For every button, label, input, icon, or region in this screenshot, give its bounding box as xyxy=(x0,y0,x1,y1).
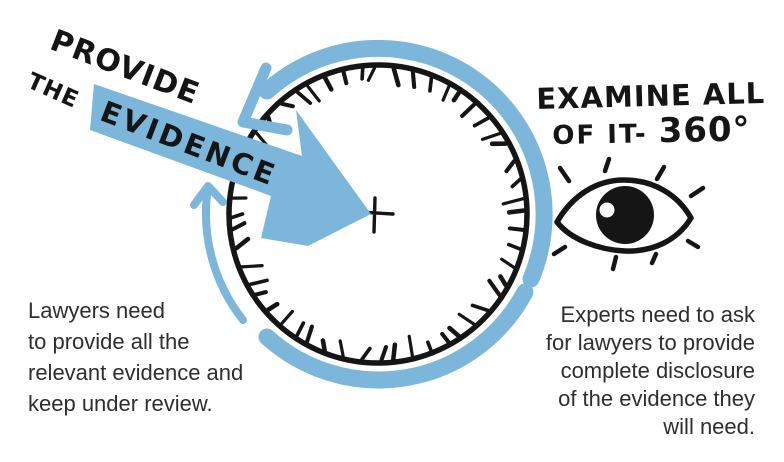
clock-tick xyxy=(460,102,477,118)
rotation-ring-icon xyxy=(190,39,553,389)
annotation-of-it-360: OF IT- 360° xyxy=(552,109,751,152)
clock-tick xyxy=(457,312,476,326)
clock-tick xyxy=(507,226,526,232)
clock-tick xyxy=(500,257,516,269)
small-cycle-arrowhead-icon xyxy=(190,182,227,209)
eye-outline xyxy=(554,177,694,254)
clock-tick xyxy=(360,346,372,361)
clock-tick xyxy=(428,76,434,93)
clock-tick xyxy=(506,208,527,215)
clock-tick xyxy=(391,342,398,362)
clock-tick xyxy=(498,274,508,288)
clock-face-icon xyxy=(226,62,530,366)
eye-highlight xyxy=(599,202,615,218)
clock-tick xyxy=(379,345,389,363)
clock-tick xyxy=(426,340,433,352)
eye-icon xyxy=(551,156,706,272)
clock-tick xyxy=(230,212,245,220)
ring-arrowhead-icon xyxy=(237,62,293,136)
clock-tick xyxy=(391,66,401,88)
clock-tick xyxy=(248,278,269,287)
clock-tick xyxy=(510,177,522,189)
clock-tick xyxy=(295,321,306,338)
eye-sparkle-dashes xyxy=(551,156,706,272)
clock-tick xyxy=(441,84,451,102)
clock-tick xyxy=(306,84,321,103)
annotation-360-degrees: 360° xyxy=(658,109,751,152)
ring-arc-top xyxy=(258,39,553,288)
clock-tick xyxy=(410,70,417,90)
clock-tick xyxy=(451,90,462,103)
clock-tick xyxy=(360,66,365,81)
clock-tick xyxy=(265,301,280,313)
caption-lawyers: Lawyers need to provide all the relevant… xyxy=(28,298,244,416)
clock-tick xyxy=(487,278,502,298)
clock-tick xyxy=(280,309,294,326)
ring-arc-bottom xyxy=(258,283,534,389)
clock-tick xyxy=(254,290,268,297)
clock-tick xyxy=(341,70,349,86)
clock-tick xyxy=(230,221,247,232)
clock-tick xyxy=(440,331,451,344)
clock-tick xyxy=(322,75,334,92)
clock-tick xyxy=(240,264,264,269)
clock-tick xyxy=(338,339,345,358)
evidence-arrow-icon xyxy=(90,84,371,246)
caption-experts: Experts need to ask for lawyers to provi… xyxy=(545,302,755,439)
evidence-arrow-shape xyxy=(90,84,371,246)
clock-tick xyxy=(470,303,490,313)
annotation-of-it: OF IT- xyxy=(552,119,648,151)
clock-tick xyxy=(504,159,517,174)
clock-tick xyxy=(233,236,251,251)
annotation-examine-all: EXAMINE ALL xyxy=(535,76,766,116)
clock-tick xyxy=(295,90,313,105)
clock-tick xyxy=(280,101,295,109)
clock-tick xyxy=(472,116,490,128)
clock-tick xyxy=(407,334,414,358)
clock-tick xyxy=(366,66,377,82)
clock-tick xyxy=(447,325,461,339)
small-cycle-arrow-shaft xyxy=(202,183,247,324)
clock-tick xyxy=(305,324,314,344)
clock-rim xyxy=(226,62,530,366)
clock-tick xyxy=(501,197,525,206)
clock-tick xyxy=(480,131,502,141)
eye-pupil xyxy=(596,186,654,244)
clock-tick xyxy=(506,242,522,251)
clock-tick xyxy=(320,338,327,353)
